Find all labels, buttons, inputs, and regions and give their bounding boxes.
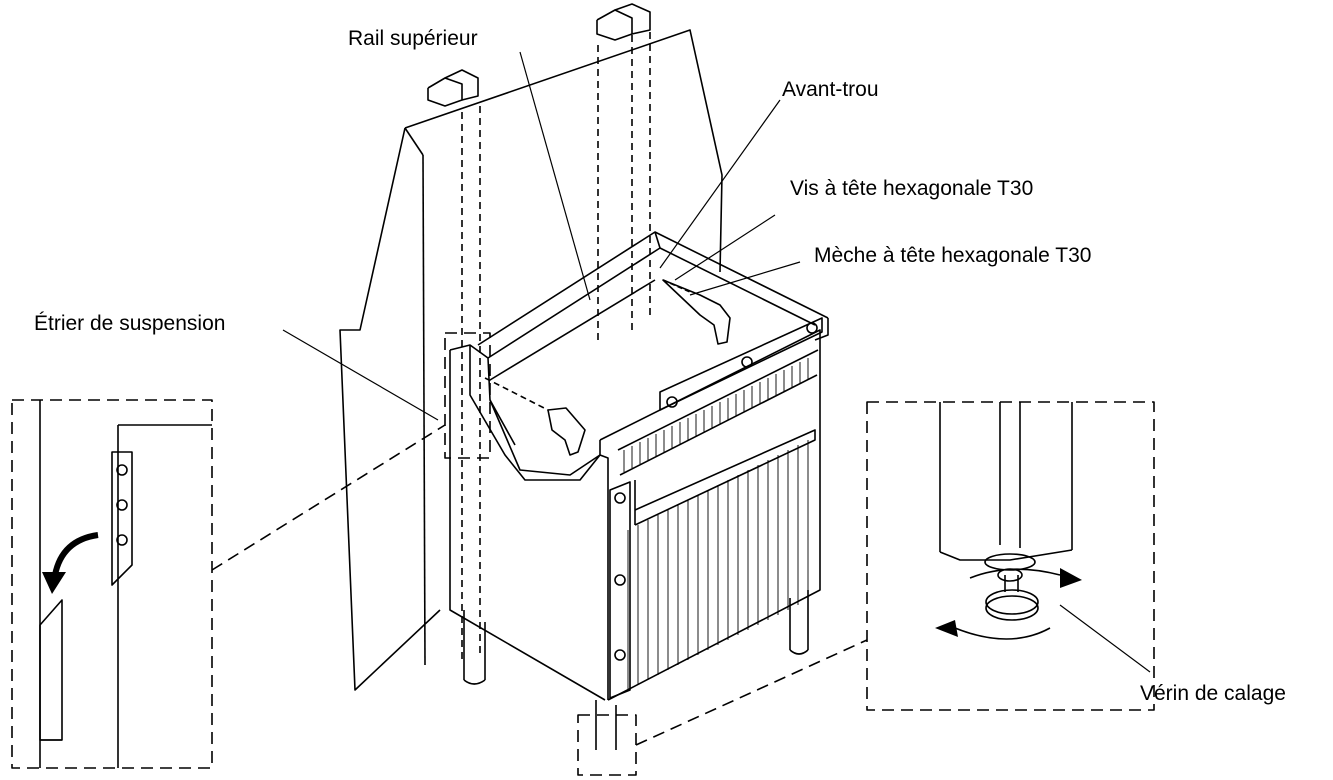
curved-arrow-head <box>42 572 66 594</box>
drill-icon <box>484 279 731 456</box>
right-detail-box <box>866 401 1155 711</box>
hex-screw-label: Vis à tête hexagonale T30 <box>790 177 1033 200</box>
foot-highlight-box <box>577 714 637 776</box>
rotation-arrows-icon <box>935 568 1082 640</box>
left-detail-box <box>11 399 213 769</box>
wall-panel <box>339 3 723 691</box>
curved-arrow-icon <box>52 532 99 576</box>
right-detail-content <box>939 402 1073 621</box>
left-detail-content <box>39 400 212 768</box>
leveling-foot-label: Vérin de calage <box>1140 682 1286 705</box>
bracket-highlight-box <box>444 332 491 459</box>
top-rail-label: Rail supérieur <box>348 27 478 50</box>
hanging-bracket-label: Étrier de suspension <box>34 312 225 335</box>
hex-bit-label: Mèche à tête hexagonale T30 <box>814 244 1091 267</box>
pilot-hole-label: Avant-trou <box>782 78 879 101</box>
cabinet <box>449 231 829 750</box>
